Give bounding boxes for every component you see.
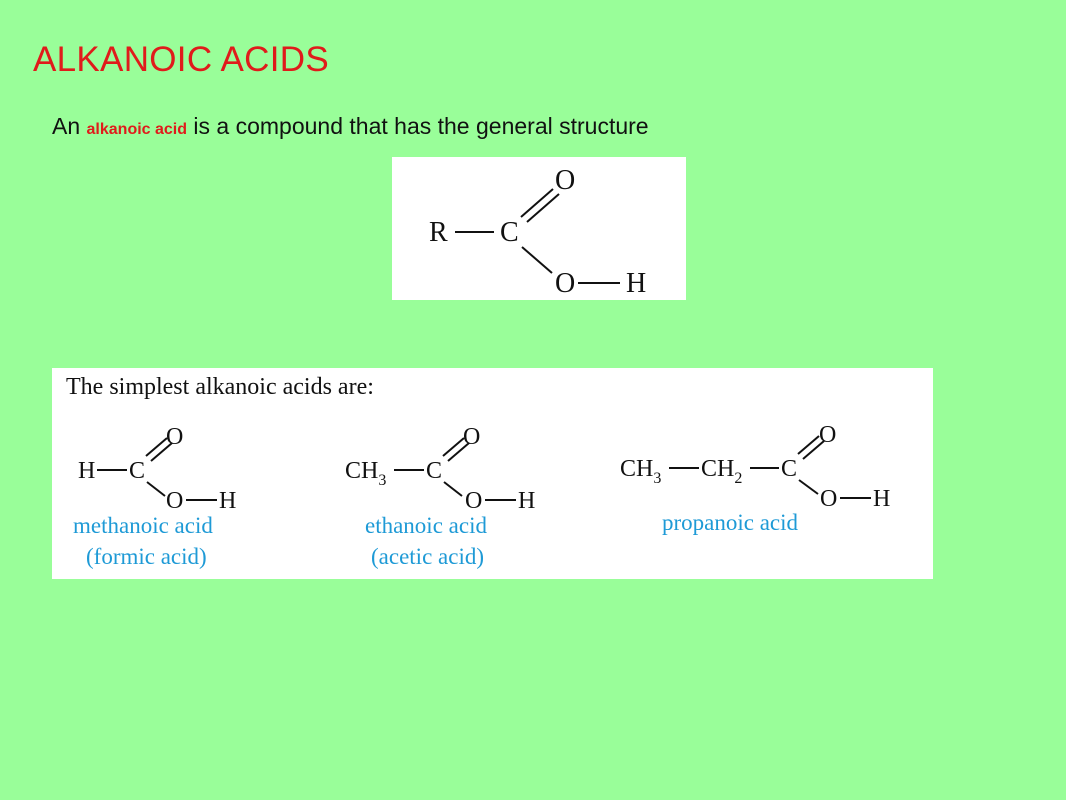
propanoic-acid-structure: CH3 CH2 C O O H — [620, 422, 890, 512]
ethanoic-bond-double-2 — [447, 442, 470, 462]
atom-O-single: O — [555, 268, 575, 299]
intro-sentence: An alkanoic acid is a compound that has … — [52, 115, 649, 138]
bond-C-O-single — [521, 246, 553, 274]
propanoic-atom-O-single: O — [820, 486, 837, 512]
methanoic-name: methanoic acid — [73, 513, 213, 538]
ethanoic-name: ethanoic acid — [365, 513, 487, 538]
atom-C: C — [500, 217, 519, 248]
propanoic-atom-H-right: H — [873, 486, 890, 512]
methanoic-bond-double-2 — [150, 442, 173, 462]
intro-prefix: An — [52, 113, 87, 139]
ethanoic-common-name: (acetic acid) — [371, 544, 484, 569]
propanoic-bond-double-2 — [802, 440, 825, 460]
intro-term: alkanoic acid — [86, 121, 188, 138]
general-structure-diagram: R C O O H — [429, 165, 646, 299]
methanoic-bond-C-O — [146, 481, 166, 497]
bond-C-O-double-1 — [520, 188, 554, 218]
propanoic-atom-O-double: O — [819, 422, 836, 448]
ethanoic-atom-O-double: O — [463, 424, 480, 450]
ethanoic-bond-double-1 — [442, 437, 465, 457]
methanoic-atom-H-right: H — [219, 488, 236, 514]
propanoic-atom-C: C — [781, 456, 797, 482]
methanoic-atom-C: C — [129, 458, 145, 484]
methanoic-acid-structure: H C O O H — [78, 424, 236, 514]
examples-diagram: The simplest alkanoic acids are: H C O O… — [66, 374, 890, 569]
methanoic-atom-H-left: H — [78, 458, 95, 484]
atom-H: H — [626, 268, 646, 299]
ethanoic-atom-O-single: O — [465, 488, 482, 514]
bond-C-O-double-2 — [526, 193, 560, 223]
ethanoic-acid-structure: CH3 C O O H — [345, 424, 535, 514]
propanoic-bond-C-O — [798, 479, 819, 495]
methanoic-atom-O-double: O — [166, 424, 183, 450]
ethanoic-atom-C: C — [426, 458, 442, 484]
atom-R: R — [429, 217, 448, 248]
ethanoic-bond-C-O — [443, 481, 463, 497]
examples-panel: The simplest alkanoic acids are: H C O O… — [52, 368, 933, 579]
ethanoic-atom-H-right: H — [518, 488, 535, 514]
propanoic-name: propanoic acid — [662, 510, 799, 535]
slide-title: ALKANOIC ACIDS — [33, 40, 329, 79]
intro-suffix: is a compound that has the general struc… — [187, 113, 649, 139]
propanoic-atom-CH2: CH2 — [701, 456, 742, 487]
propanoic-bond-double-1 — [797, 435, 820, 455]
methanoic-common-name: (formic acid) — [86, 544, 207, 569]
propanoic-atom-CH3: CH3 — [620, 456, 661, 487]
atom-O-double: O — [555, 165, 575, 196]
general-structure-panel: R C O O H — [392, 157, 686, 300]
methanoic-atom-O-single: O — [166, 488, 183, 514]
examples-heading: The simplest alkanoic acids are: — [66, 374, 374, 400]
methanoic-bond-double-1 — [145, 437, 168, 457]
ethanoic-atom-CH: CH3 — [345, 458, 386, 489]
